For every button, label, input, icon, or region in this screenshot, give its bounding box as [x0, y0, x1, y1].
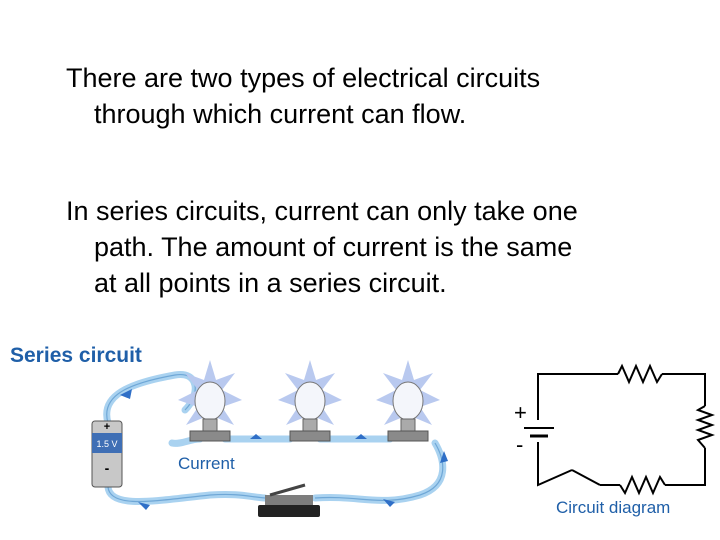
circuit-diagram-caption: Circuit diagram [556, 498, 670, 517]
battery-plus-label: + [104, 421, 110, 433]
series-line-3: at all points in a series circuit. [94, 268, 447, 298]
current-arrows [120, 389, 448, 510]
intro-paragraph: There are two types of electrical circui… [66, 60, 540, 132]
switch [258, 483, 320, 517]
series-circuit-illustration: Series circuit + 1.5 V - [10, 344, 448, 517]
battery-minus-label: - [105, 460, 110, 476]
intro-line-1: There are two types of electrical circui… [66, 63, 541, 93]
series-line-1: In series circuits, current can only tak… [66, 196, 578, 226]
light-bulb [278, 360, 342, 442]
current-label: Current [178, 454, 235, 473]
series-paragraph: In series circuits, current can only tak… [66, 193, 578, 301]
resistor [617, 363, 663, 385]
battery: + 1.5 V - [91, 420, 123, 488]
light-bulb [376, 360, 440, 442]
light-bulb [178, 360, 242, 442]
battery-voltage-label: 1.5 V [96, 439, 117, 449]
series-circuit-title: Series circuit [10, 344, 142, 367]
series-line-2: path. The amount of current is the same [94, 232, 573, 262]
resistor [695, 405, 715, 449]
battery-symbol [524, 427, 554, 438]
circuit-diagram: + - Circuit diagram [514, 363, 715, 517]
diagram-minus-label: - [516, 432, 523, 457]
intro-line-2: through which current can flow. [94, 99, 467, 129]
resistor [619, 474, 666, 496]
diagram-wires [537, 373, 706, 487]
diagram-plus-label: + [514, 400, 527, 425]
